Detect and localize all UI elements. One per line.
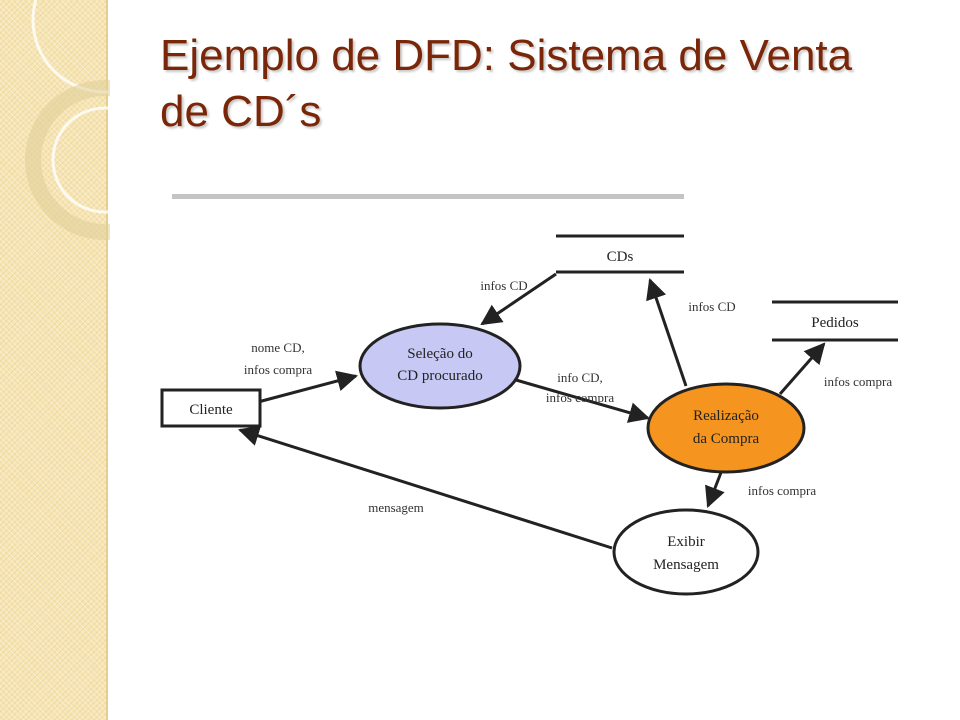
process-cd-selection: Seleção do CD procurado <box>358 322 522 410</box>
flow-label-selection-to-purchase-line-2: infos compra <box>546 390 614 405</box>
flow-cds-to-selection <box>480 272 557 326</box>
flow-label-cliente-to-selection-line-1: nome CD, <box>251 340 304 355</box>
flow-purchase-to-message <box>705 469 725 508</box>
process-purchase-label-line-2: da Compra <box>693 431 760 447</box>
blurred-caption-line <box>172 194 684 199</box>
flow-label-purchase-to-pedidos: infos compra <box>824 374 892 389</box>
flow-label-message-to-cliente: mensagem <box>368 500 424 515</box>
flow-message-to-cliente <box>237 425 613 550</box>
slide-title-line-2: de CD´s <box>160 87 322 136</box>
side-rings-decoration <box>25 0 110 240</box>
process-display-message-label-line-2: Mensagem <box>653 557 719 573</box>
flow-label-purchase-to-message: infos compra <box>748 483 816 498</box>
data-store-pedidos-label: Pedidos <box>811 315 859 331</box>
flow-purchase-to-pedidos <box>778 342 826 395</box>
flow-label-selection-to-purchase-line-1: info CD, <box>557 370 603 385</box>
process-purchase-label-line-1: Realização <box>693 408 759 424</box>
flow-selection-to-purchase <box>515 378 651 423</box>
process-display-message-label-line-1: Exibir <box>667 534 705 550</box>
flow-label-cliente-to-selection-line-2: infos compra <box>244 362 312 377</box>
slide-title-line-1: Ejemplo de DFD: Sistema de Venta <box>160 31 853 80</box>
flow-label-purchase-to-cds: infos CD <box>688 299 735 314</box>
flow-cliente-to-selection <box>257 370 359 404</box>
data-store-cds-label: CDs <box>607 249 634 265</box>
data-store-pedidos: Pedidos <box>772 300 898 342</box>
slide-title: Ejemplo de DFD: Sistema de Venta de CD´s <box>160 28 920 140</box>
external-entity-cliente-label: Cliente <box>189 402 233 418</box>
flow-label-cds-to-selection: infos CD <box>480 278 527 293</box>
process-purchase: Realização da Compra <box>646 382 806 474</box>
flow-purchase-to-cds <box>646 278 688 387</box>
process-cd-selection-label-line-1: Seleção do <box>407 346 472 362</box>
process-display-message: Exibir Mensagem <box>612 508 760 596</box>
external-entity-cliente: Cliente <box>160 388 262 428</box>
data-store-cds: CDs <box>556 234 684 274</box>
process-cd-selection-label-line-2: CD procurado <box>397 368 482 384</box>
